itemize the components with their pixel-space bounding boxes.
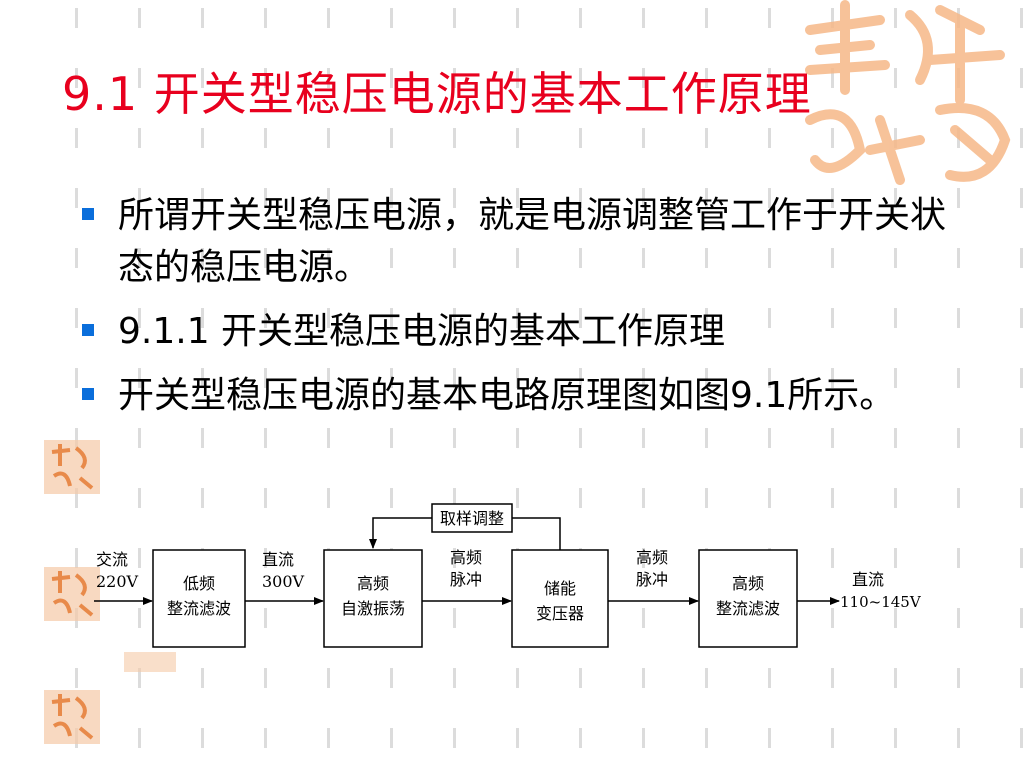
slide-title: 9.1 开关型稳压电源的基本工作原理 [62, 67, 812, 121]
decorative-stamp-icon [124, 652, 176, 672]
bullet-text: 所谓开关型稳压电源，就是电源调整管工作于开关状态的稳压电源。 [118, 195, 947, 288]
decorative-seal-icon [805, 0, 1011, 185]
block3-label-bottom: 变压器 [536, 604, 584, 623]
block-hf-rectifier [698, 549, 798, 648]
block4-label-top: 高频 [732, 574, 764, 593]
link3-label-bottom: 脉冲 [636, 570, 668, 589]
decorative-stamp-icon [44, 440, 100, 494]
bullet-square-icon [82, 324, 94, 336]
link2-label-top: 高频 [450, 548, 482, 567]
block2-label-bottom: 自激振荡 [341, 599, 405, 618]
decorative-stamp-icon [44, 690, 100, 744]
block-energy-transformer [511, 549, 609, 648]
link1-label-top: 直流 [262, 550, 294, 569]
feedback-line-right [512, 517, 561, 550]
block-hf-oscillator [323, 549, 423, 648]
output-label: 直流 [852, 570, 884, 589]
bullet-text: 9.1.1 开关型稳压电源的基本工作原理 [118, 311, 726, 352]
bullet-square-icon [82, 208, 94, 220]
input-voltage-label: 220V [96, 572, 139, 591]
bullet-list: 所谓开关型稳压电源，就是电源调整管工作于开关状态的稳压电源。 9.1.1 开关型… [82, 190, 962, 434]
bullet-square-icon [82, 388, 94, 400]
link1-label-bottom: 300V [262, 572, 305, 591]
block-low-freq-rectifier [152, 549, 246, 648]
bullet-text: 开关型稳压电源的基本电路原理图如图9.1所示。 [118, 375, 896, 416]
link3-label-top: 高频 [636, 548, 668, 567]
output-voltage-label: 110~145V [840, 593, 922, 611]
list-item: 开关型稳压电源的基本电路原理图如图9.1所示。 [82, 370, 962, 422]
feedback-label: 取样调整 [440, 509, 504, 528]
list-item: 9.1.1 开关型稳压电源的基本工作原理 [82, 306, 962, 358]
block2-label-top: 高频 [357, 574, 389, 593]
list-item: 所谓开关型稳压电源，就是电源调整管工作于开关状态的稳压电源。 [82, 190, 962, 294]
link2-label-bottom: 脉冲 [450, 570, 482, 589]
block-diagram: 交流 220V 低频 整流滤波 直流 300V 高频 自激振荡 高频 脉冲 储能… [94, 503, 922, 648]
feedback-arrow [369, 517, 432, 549]
block1-label-top: 低频 [183, 574, 215, 593]
decorative-stamp-icon [44, 567, 100, 621]
block1-label-bottom: 整流滤波 [167, 599, 231, 618]
input-label: 交流 [96, 550, 128, 569]
block4-label-bottom: 整流滤波 [716, 599, 780, 618]
block3-label-top: 储能 [544, 579, 576, 598]
